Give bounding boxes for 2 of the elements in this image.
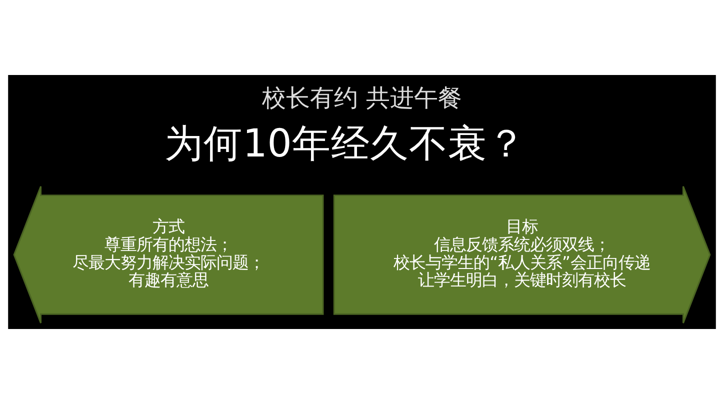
- diagram-title: 校长有约 共进午餐: [262, 84, 462, 112]
- label: 为何10年经久不衰？: [164, 121, 526, 166]
